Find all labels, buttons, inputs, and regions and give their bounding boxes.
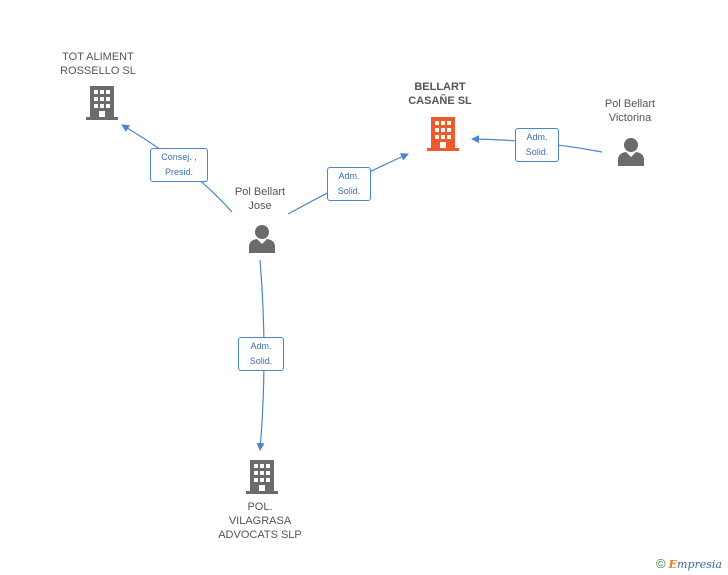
- edge-label-line: Adm.: [250, 341, 272, 351]
- company-vilagrasa-label[interactable]: POL. VILAGRASA ADVOCATS SLP: [205, 500, 315, 542]
- person-icon[interactable]: [616, 136, 646, 166]
- edge-label-consej-presid[interactable]: Consej. , Presid.: [150, 148, 208, 182]
- person-victorina-label[interactable]: Pol Bellart Victorina: [580, 97, 680, 125]
- label-line: ADVOCATS SLP: [218, 529, 302, 541]
- edge-label-line: Solid.: [249, 356, 273, 366]
- empresia-watermark: © Empresia: [656, 556, 722, 571]
- label-line: CASAÑE SL: [408, 95, 472, 107]
- company-bellart-casane-label[interactable]: BELLART CASAÑE SL: [390, 80, 490, 108]
- edge-label-adm-solid-bellart[interactable]: Adm. Solid.: [327, 167, 371, 201]
- label-line: Victorina: [608, 112, 652, 124]
- edge-label-line: Solid.: [337, 186, 361, 196]
- label-line: Jose: [248, 200, 272, 212]
- company-tot-aliment-label[interactable]: TOT ALIMENT ROSSELLO SL: [48, 50, 148, 78]
- label-line: ROSSELLO SL: [60, 65, 136, 77]
- edge-label-line: Adm.: [526, 132, 548, 142]
- label-line: TOT ALIMENT: [62, 51, 134, 63]
- edge-label-line: Presid.: [164, 167, 193, 177]
- label-line: BELLART: [414, 81, 466, 93]
- building-icon[interactable]: [86, 86, 118, 120]
- brand-logo: Empresia: [668, 558, 722, 571]
- edge-label-line: Consej. ,: [161, 152, 197, 162]
- label-line: Pol Bellart: [234, 186, 286, 198]
- label-line: POL.: [247, 501, 273, 513]
- edge-label-adm-solid-vilagrasa[interactable]: Adm. Solid.: [238, 337, 284, 371]
- label-line: VILAGRASA: [228, 515, 292, 527]
- copyright-icon: ©: [655, 556, 666, 571]
- building-icon[interactable]: [246, 460, 278, 494]
- person-icon[interactable]: [247, 223, 277, 253]
- edge-label-line: Adm.: [338, 171, 360, 181]
- person-jose-label[interactable]: Pol Bellart Jose: [210, 185, 310, 213]
- building-icon[interactable]: [427, 117, 459, 151]
- edge-label-line: Solid.: [525, 147, 549, 157]
- label-line: Pol Bellart: [604, 98, 656, 110]
- edge-label-adm-solid-victorina[interactable]: Adm. Solid.: [515, 128, 559, 162]
